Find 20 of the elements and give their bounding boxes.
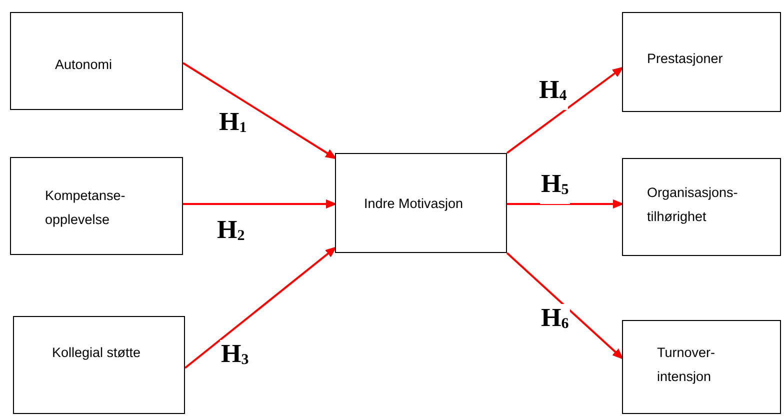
arrow (506, 66, 624, 154)
concept-box (622, 158, 781, 256)
arrow (506, 252, 624, 360)
concept-box (622, 320, 781, 414)
concept-box (13, 316, 185, 414)
concept-box (10, 157, 183, 255)
concept-box (335, 153, 507, 253)
concept-box (10, 12, 183, 110)
node-label: Autonomi (55, 56, 114, 74)
node-label: Turnover- intensjon (657, 344, 716, 386)
node-label: Prestasjoner (647, 50, 724, 68)
concept-box (622, 12, 781, 112)
arrow (182, 62, 336, 160)
arrow (184, 246, 336, 369)
node-label: Kollegial støtte (52, 344, 142, 362)
node-label: Organisasjons- tilhørighet (647, 184, 739, 226)
arrow (507, 200, 624, 208)
arrow (183, 200, 336, 208)
node-label: Kompetanse- opplevelse (45, 187, 126, 229)
node-label: Indre Motivasjon (364, 195, 464, 213)
